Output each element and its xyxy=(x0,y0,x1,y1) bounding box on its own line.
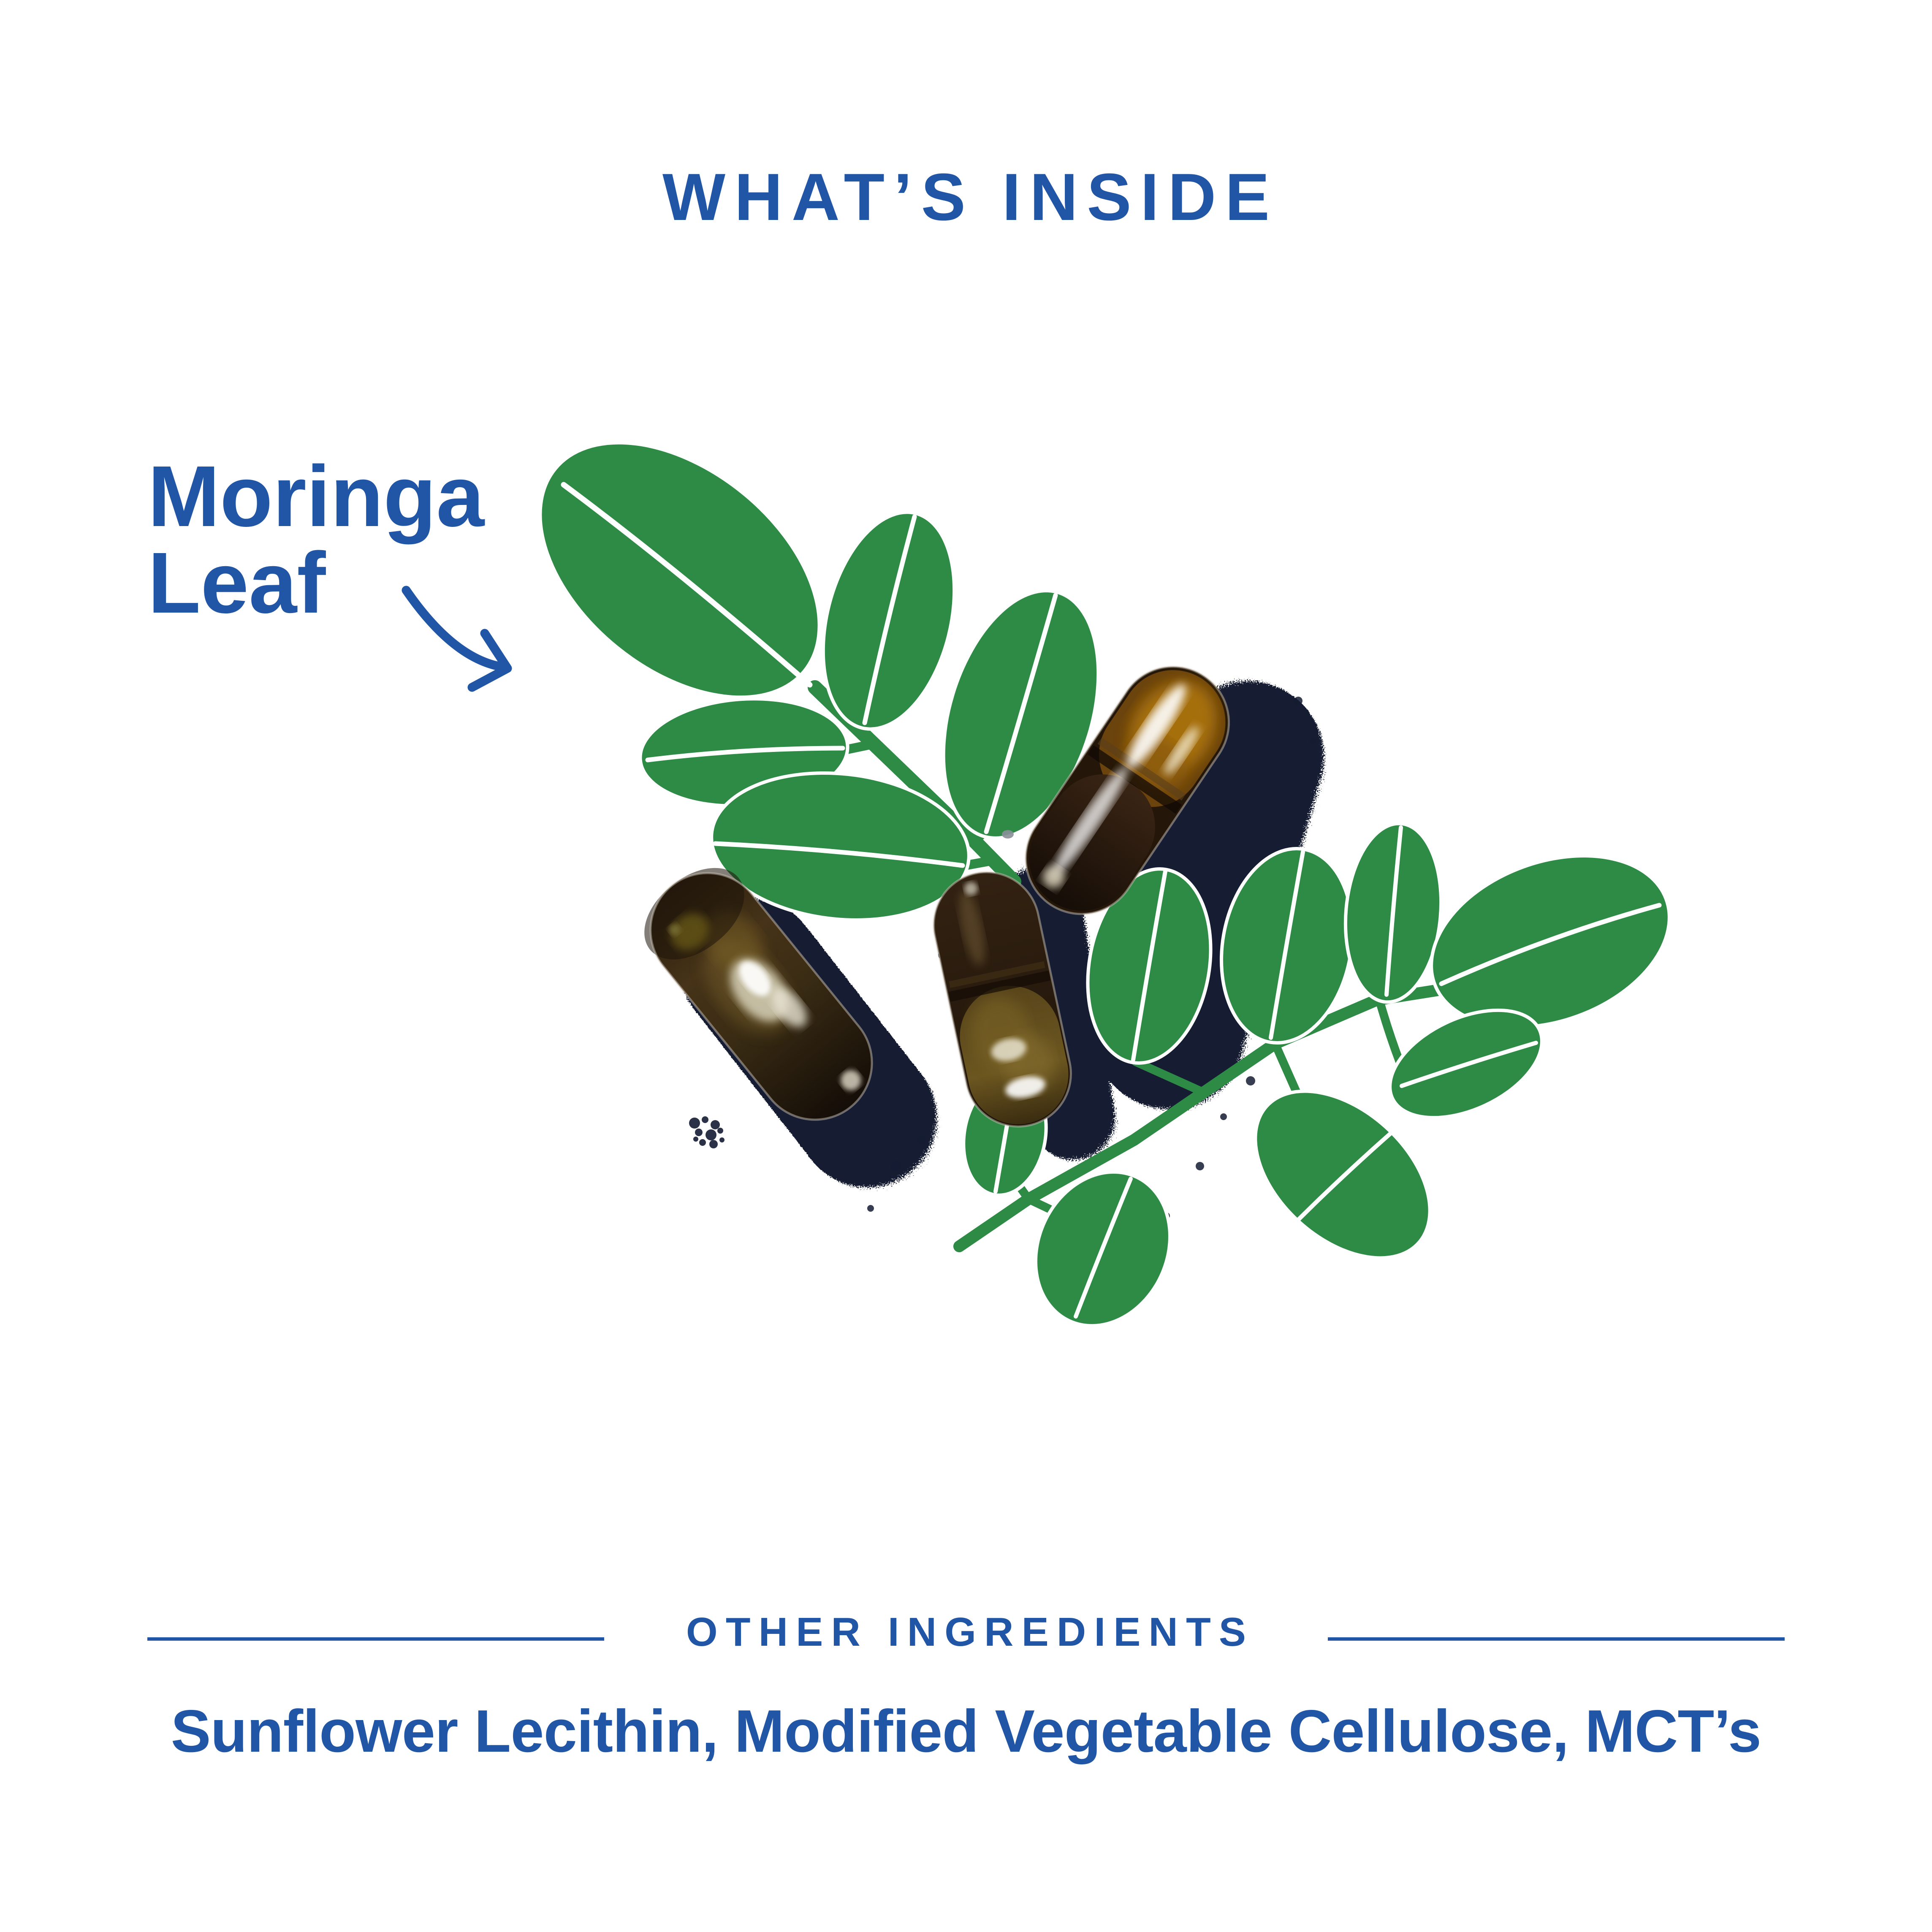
moringa-label-line2: Leaf xyxy=(148,535,326,631)
divider-left xyxy=(147,1637,604,1641)
capsule-3 xyxy=(933,871,1072,1128)
curved-arrow-icon xyxy=(402,586,512,692)
other-ingredients-list: Sunflower Lecithin, Modified Vegetable C… xyxy=(171,1698,1761,1765)
moringa-leaf-label: Moringa Leaf xyxy=(148,453,484,626)
speckle-cluster xyxy=(689,1116,724,1148)
divider-right xyxy=(1328,1637,1785,1641)
capsule-1 xyxy=(1025,665,1230,915)
page-title: WHAT’S INSIDE xyxy=(662,160,1279,234)
other-ingredients-heading: OTHER INGREDIENTS xyxy=(686,1609,1254,1655)
capsule-2 xyxy=(644,868,873,1121)
moringa-sprig-upper xyxy=(538,441,1100,922)
gray-speck xyxy=(1002,830,1014,838)
moringa-sprig-lower xyxy=(953,822,1671,1328)
moringa-label-line1: Moringa xyxy=(148,448,485,545)
leaf xyxy=(710,771,971,922)
leaf xyxy=(538,441,821,699)
